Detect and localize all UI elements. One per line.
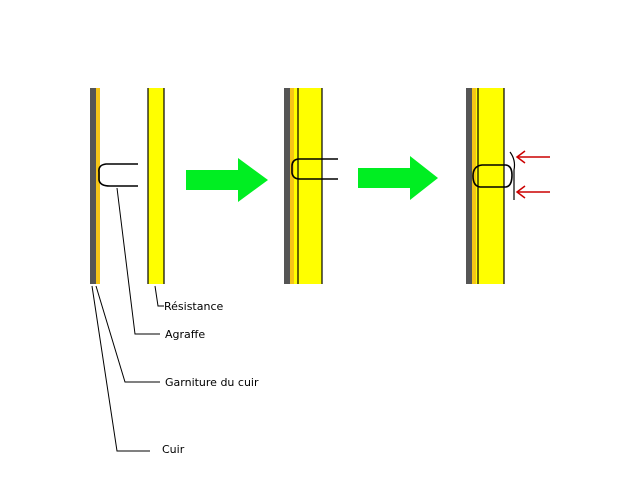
label-agraffe: Agraffe bbox=[165, 328, 205, 341]
garniture-strip bbox=[472, 88, 476, 284]
stage-3 bbox=[466, 88, 550, 284]
label-cuir: Cuir bbox=[162, 443, 185, 456]
cuir-strip bbox=[466, 88, 472, 284]
right-arrow-icon bbox=[358, 156, 438, 200]
stage-2 bbox=[284, 88, 338, 284]
label-resistance: Résistance bbox=[164, 300, 224, 313]
leader-garniture bbox=[95, 285, 160, 383]
resistance-strip bbox=[476, 88, 504, 284]
agraffe-inserted bbox=[291, 158, 338, 180]
resistance-strip bbox=[148, 88, 164, 284]
agraffe-open bbox=[98, 163, 138, 187]
clamp-bracket bbox=[509, 151, 516, 200]
garniture-strip bbox=[96, 88, 100, 284]
resistance-strip bbox=[294, 88, 322, 284]
leader-lines bbox=[91, 187, 164, 452]
agraffe-closed bbox=[472, 164, 513, 188]
label-garniture: Garniture du cuir bbox=[165, 376, 259, 389]
left-arrow-icon bbox=[515, 150, 550, 164]
cuir-strip bbox=[284, 88, 290, 284]
leader-agraffe bbox=[116, 187, 160, 335]
leader-cuir bbox=[91, 285, 150, 452]
stage-1 bbox=[90, 88, 165, 284]
left-arrow-icon bbox=[515, 185, 550, 199]
right-arrow-icon bbox=[186, 158, 268, 202]
leader-resistance bbox=[154, 285, 164, 307]
cuir-strip bbox=[90, 88, 96, 284]
garniture-strip bbox=[290, 88, 294, 284]
